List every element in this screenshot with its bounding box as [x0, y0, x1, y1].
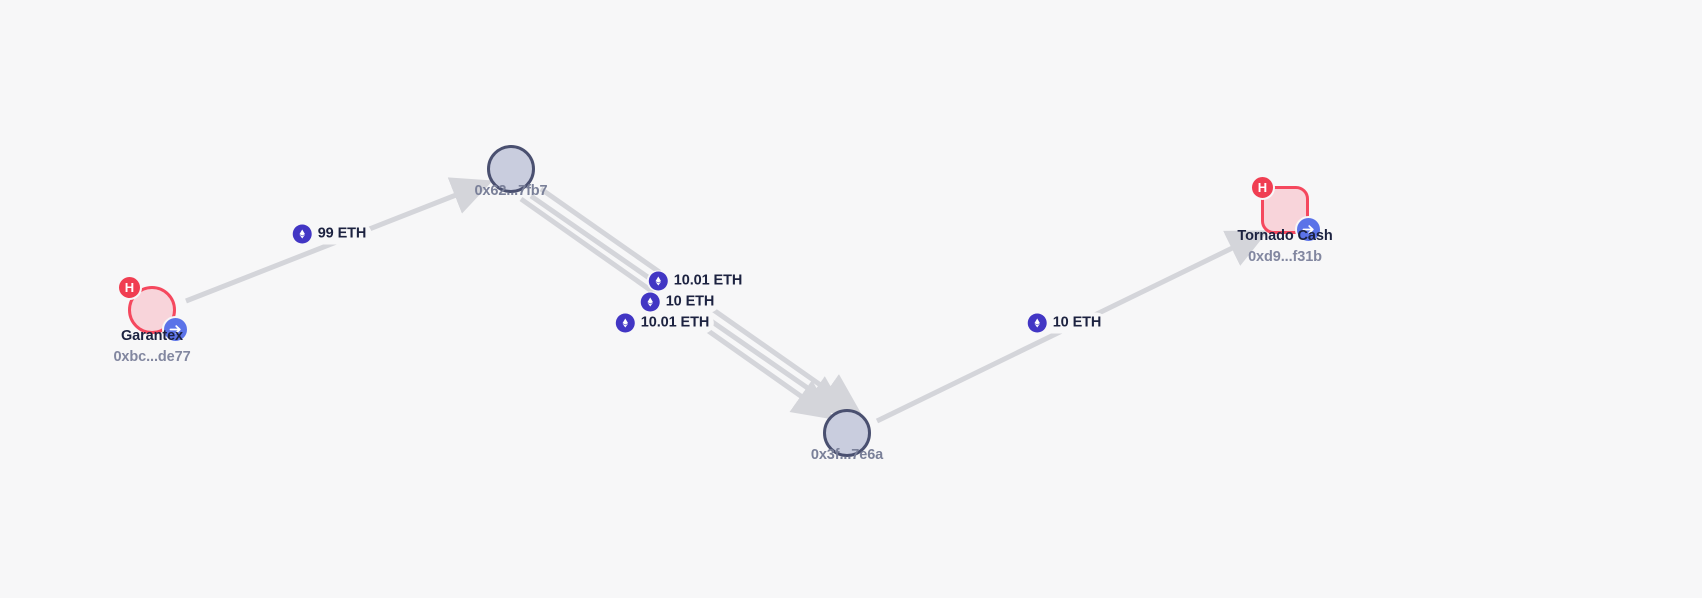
hazard-h-badge[interactable]: H [117, 275, 142, 300]
node-hop1-shape[interactable] [487, 145, 535, 193]
edge-amount-label: 99 ETH [317, 225, 367, 242]
node-hop2-label: 0x3f...7e6a [811, 445, 883, 466]
node-tornado-cash-label: Tornado Cash 0xd9...f31b [1237, 226, 1332, 268]
edge-amount-label: 10 ETH [665, 293, 715, 310]
node-hop2[interactable]: 0x3f...7e6a [811, 409, 883, 463]
node-tornado-cash[interactable]: H Tornado Cash 0xd9...f31b [1237, 175, 1333, 265]
node-hop2-address: 0x3f...7e6a [810, 447, 884, 463]
ethereum-icon [615, 313, 635, 333]
node-garantex-address: 0xbc...de77 [113, 349, 191, 366]
node-garantex-label: Garantex 0xbc...de77 [113, 326, 190, 368]
node-tornado-cash-name: Tornado Cash [1237, 228, 1333, 244]
edge-amount-chip[interactable]: 10 ETH [1025, 312, 1107, 334]
ethereum-icon [292, 224, 312, 244]
edge-amount-chip[interactable]: 10 ETH [638, 291, 720, 313]
node-tornado-cash-address: 0xd9...f31b [1248, 249, 1322, 266]
edge-amount-chip[interactable]: 10.01 ETH [646, 270, 748, 292]
node-hop2-shape[interactable] [823, 409, 871, 457]
edge-amount-chip[interactable]: 99 ETH [290, 223, 372, 245]
ethereum-icon [640, 292, 660, 312]
ethereum-icon [648, 271, 668, 291]
address-circle-icon [487, 145, 535, 193]
edge-amount-label: 10.01 ETH [640, 314, 710, 331]
node-hop1-address: 0x62...7fb7 [474, 183, 548, 199]
transfer-arrow-badge[interactable] [162, 316, 189, 343]
ethereum-icon [1027, 313, 1047, 333]
edge-amount-label: 10 ETH [1052, 314, 1102, 331]
address-circle-icon [823, 409, 871, 457]
node-garantex-shape[interactable]: H [117, 275, 189, 343]
node-hop1-label: 0x62...7fb7 [474, 181, 547, 202]
edge-amount-chip[interactable]: 10.01 ETH [613, 312, 715, 334]
node-garantex-name: Garantex [120, 328, 184, 344]
node-tornado-cash-shape[interactable]: H [1250, 175, 1322, 243]
transfer-arrow-badge[interactable] [1295, 216, 1322, 243]
hazard-h-badge[interactable]: H [1250, 175, 1275, 200]
node-hop1[interactable]: 0x62...7fb7 [474, 145, 548, 199]
edge-amount-label: 10.01 ETH [673, 272, 743, 289]
node-garantex[interactable]: H Garantex 0xbc...de77 [113, 275, 191, 365]
